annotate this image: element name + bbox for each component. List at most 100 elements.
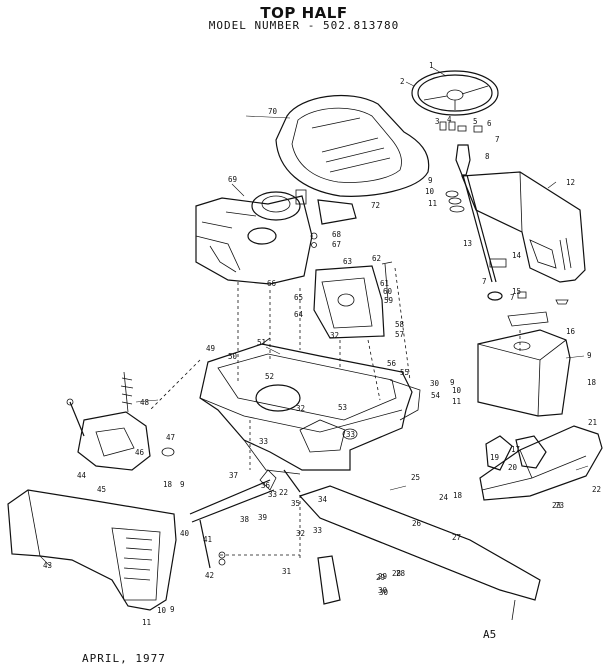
part-number: 33 [259,437,268,446]
part-number: 68 [332,230,342,239]
part-number: 18 [453,491,463,500]
part-number: 28 [396,569,406,578]
part-number: 29 [378,572,387,581]
part-number: 73 [555,501,564,510]
part-number: 27 [452,533,461,542]
part-number: 6 [487,119,492,128]
part-number: 60 [383,287,393,296]
part-number: 23 [552,501,561,510]
part-number: 52 [265,372,274,381]
part-number: 41 [203,535,212,544]
part-number: 10 [425,187,435,196]
chassis-frame [199,337,421,475]
part-number: 24 [439,493,449,502]
engine [195,189,313,285]
part-number: 56 [387,359,397,368]
part-number: 67 [332,240,341,249]
part-number: 39 [258,513,267,522]
part-number: 40 [180,529,190,538]
part-number: 14 [512,251,522,260]
part-number: 29 [376,573,385,582]
part-number: 69 [228,175,237,184]
part-number: 11 [452,397,461,406]
page-code: A5 [483,628,497,641]
part-number: 49 [206,344,215,353]
part-number: 50 [228,352,238,361]
part-number: 33 [268,490,277,499]
part-number: 58 [395,320,405,329]
part-number: 44 [77,471,87,480]
part-number: 59 [384,296,393,305]
part-number: 42 [205,571,214,580]
part-number: 57 [395,330,404,339]
part-number: 61 [380,279,389,288]
battery-bracket [313,261,393,339]
part-number: 5 [473,117,478,126]
part-number: 62 [372,254,381,263]
part-number: 9 [170,605,175,614]
part-number: 31 [282,567,291,576]
part-number: 66 [267,279,277,288]
part-number: 63 [343,257,352,266]
part-number: 18 [163,480,173,489]
part-number: 45 [97,485,106,494]
part-number: 7 [495,135,500,144]
part-number: 72 [371,201,380,210]
part-number: 11 [428,199,437,208]
part-number: 11 [142,618,151,627]
part-number: 54 [431,391,441,400]
dash-panel [461,171,586,283]
part-number: 20 [508,463,518,472]
assembly-lines [149,267,521,560]
part-number: 4 [447,115,452,124]
part-number: 55 [400,368,409,377]
part-number: 33 [346,430,355,439]
part-number: 65 [294,293,303,302]
part-number: 13 [463,239,472,248]
part-number: 9 [587,351,592,360]
engine-bracket [310,199,357,248]
model-number: MODEL NUMBER - 502.813780 [208,19,400,32]
part-number: 9 [180,480,185,489]
part-number: 46 [135,448,145,457]
part-number: 37 [229,471,238,480]
part-number: 21 [588,418,597,427]
part-number: 48 [140,398,150,407]
part-number: 15 [512,287,521,296]
part-number: 8 [485,152,490,161]
part-number: 17 [511,445,520,454]
front-axle [298,485,541,621]
part-number: 12 [566,178,575,187]
part-number: 9 [428,176,433,185]
part-number: 30 [430,379,440,388]
part-number: 64 [294,310,304,319]
part-number: 10 [157,606,167,615]
part-number: 35 [291,499,300,508]
part-number: 2 [400,77,405,86]
hood-brackets [485,435,547,471]
part-number: 33 [313,526,322,535]
part-number: 43 [43,561,52,570]
steering-column [439,121,497,283]
part-number: 1 [429,61,434,70]
part-number: 28 [392,569,402,578]
part-number: 10 [452,386,462,395]
part-number: 32 [330,331,339,340]
seat [275,94,430,197]
part-number: 38 [240,515,250,524]
part-number: 18 [587,378,597,387]
part-number: 26 [412,519,422,528]
part-number: 53 [338,403,347,412]
publication-date: APRIL, 1977 [82,652,166,665]
transmission [66,371,175,471]
steering-lower [487,258,569,305]
page-title: TOP HALF [260,4,348,22]
part-number: 16 [566,327,576,336]
part-number: 7 [510,293,515,302]
leader-lines [39,67,589,567]
part-number: 47 [166,433,175,442]
part-number: 19 [490,453,499,462]
rear-fender [7,489,177,611]
part-number: 70 [268,107,278,116]
